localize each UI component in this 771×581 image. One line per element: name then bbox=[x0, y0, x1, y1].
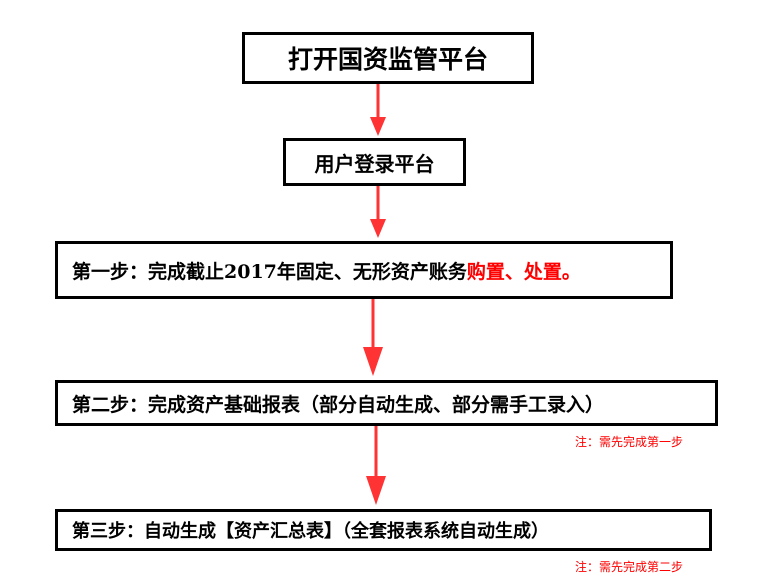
step1-highlight: 购置、处置。 bbox=[466, 260, 581, 283]
arrow-step2-to-step3 bbox=[366, 426, 386, 505]
arrow-login-to-step1 bbox=[370, 186, 386, 238]
step3-label: 第三步：自动生成【资产汇总表】（全套报表系统自动生成） bbox=[72, 521, 549, 542]
step1-box: 第一步：完成截止2017年固定、无形资产账务购置、处置。 bbox=[55, 241, 673, 299]
step3-box: 第三步：自动生成【资产汇总表】（全套报表系统自动生成） bbox=[55, 509, 712, 551]
step2-box: 第二步：完成资产基础报表（部分自动生成、部分需手工录入） bbox=[55, 380, 718, 426]
arrow-step1-to-step2 bbox=[363, 299, 383, 376]
step3-note: 注：需先完成第二步 bbox=[575, 560, 684, 574]
user-login-box: 用户登录平台 bbox=[283, 138, 466, 186]
step2-note: 注：需先完成第一步 bbox=[575, 435, 684, 449]
step1-label: 第一步：完成截止2017年固定、无形资产账务 bbox=[72, 260, 467, 283]
open-platform-label: 打开国资监管平台 bbox=[287, 45, 488, 74]
open-platform-box: 打开国资监管平台 bbox=[242, 32, 534, 84]
arrow-open-to-login bbox=[370, 84, 386, 136]
step2-label: 第二步：完成资产基础报表（部分自动生成、部分需手工录入） bbox=[72, 393, 605, 416]
user-login-label: 用户登录平台 bbox=[314, 151, 435, 176]
